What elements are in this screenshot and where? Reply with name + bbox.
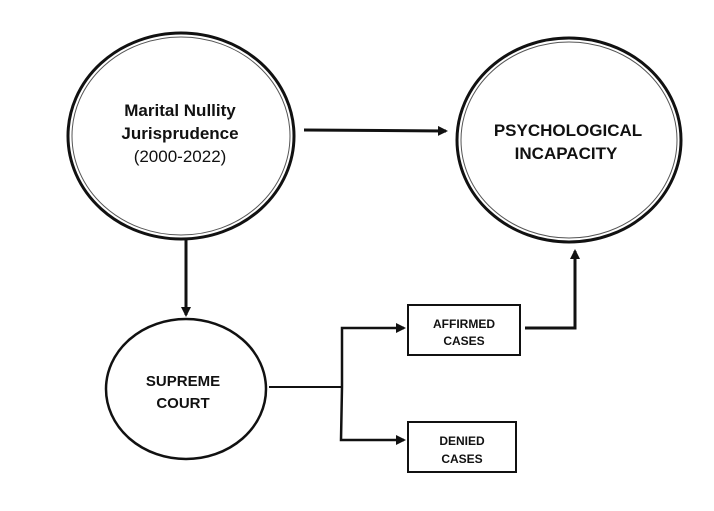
- psychological-inner-ring: [460, 41, 678, 239]
- edge-supreme-court-to-affirmed: [340, 323, 406, 387]
- edge-affirmed-to-psychological: [525, 249, 580, 330]
- node-affirmed-cases: AFFIRMED CASES: [407, 304, 521, 356]
- supreme-court-label-line2: COURT: [156, 395, 209, 412]
- jurisprudence-inner-ring: [71, 36, 291, 236]
- affirmed-cases-box: [407, 304, 521, 356]
- jurisprudence-label-line2: Jurisprudence: [121, 124, 238, 143]
- psychological-label-line2: INCAPACITY: [515, 144, 618, 163]
- node-supreme-court: SUPREME COURT: [104, 317, 268, 461]
- psychological-label-line1: PSYCHOLOGICAL: [494, 121, 642, 140]
- affirmed-cases-label-line1: AFFIRMED: [433, 317, 495, 331]
- jurisprudence-label-line1: Marital Nullity: [124, 101, 236, 120]
- affirmed-cases-label-line2: CASES: [443, 334, 484, 348]
- edge-jurisprudence-to-psychological: [303, 125, 448, 136]
- edge-supreme-court-to-denied: [339, 386, 406, 445]
- jurisprudence-label-line3: (2000-2022): [134, 147, 227, 166]
- denied-cases-label-line2: CASES: [441, 452, 482, 466]
- supreme-court-label-line1: SUPREME: [146, 373, 220, 390]
- psychological-outer-ring: [455, 36, 683, 244]
- supreme-court-ellipse: [104, 317, 268, 461]
- jurisprudence-outer-ring: [66, 31, 296, 241]
- node-jurisprudence: Marital Nullity Jurisprudence (2000-2022…: [66, 31, 296, 241]
- node-psychological-incapacity: PSYCHOLOGICAL INCAPACITY: [455, 36, 683, 244]
- denied-cases-label-line1: DENIED: [439, 434, 485, 448]
- denied-cases-box: [407, 421, 517, 473]
- node-denied-cases: DENIED CASES: [407, 421, 517, 473]
